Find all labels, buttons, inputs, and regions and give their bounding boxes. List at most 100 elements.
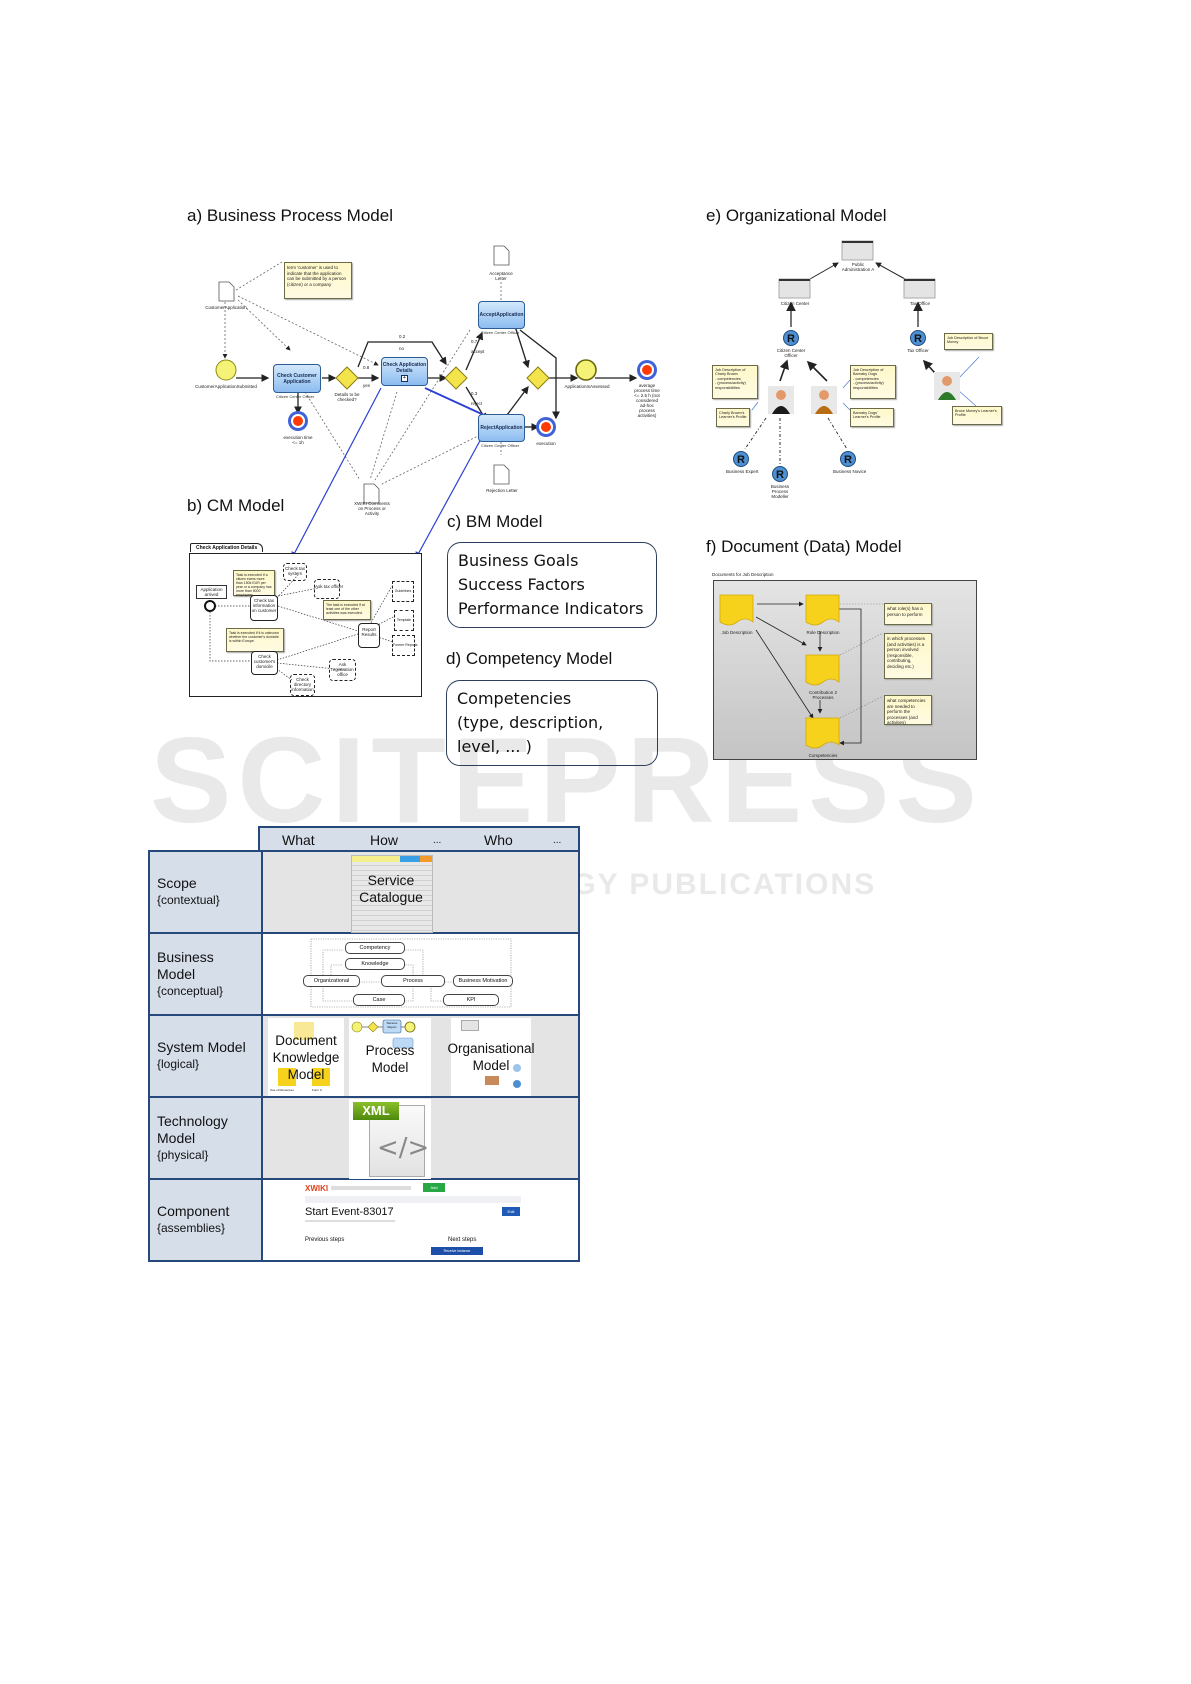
organisational-model-label: Organisational Model	[447, 1041, 535, 1073]
row-business-label: Business Model	[157, 948, 214, 982]
cm-start-event-icon	[204, 600, 216, 612]
org-unit-citizen-label: Citizen Center	[780, 301, 810, 306]
bm-box-business-motivation: Business Motivation	[453, 975, 513, 987]
edge-no: no	[399, 346, 405, 351]
panel-f-title: f) Document (Data) Model	[706, 537, 902, 556]
cm-event-label: Application arrived	[196, 585, 227, 599]
competency-model-box: Competencies (type, description, level, …	[446, 680, 658, 766]
edge-accept: accept	[471, 349, 485, 354]
bm-box-knowledge: Knowledge	[345, 958, 405, 970]
lane-role-3: Citizen Center Officer	[481, 443, 520, 448]
doc-acceptance-label: Acceptance Letter	[489, 271, 513, 281]
code-icon: </>	[377, 1133, 430, 1163]
zachman-row-component: Component {assemblies} XWIKI Add Start E…	[148, 1178, 580, 1262]
note-charly-profile: Charly Brown's Learner's Profile	[716, 408, 750, 427]
doc-note-2: in which processes (and activities) is a…	[884, 633, 932, 679]
row-component-label: Component	[157, 1203, 230, 1219]
kpi-average-label: average process time <= 2.5 h (not consi…	[634, 383, 660, 418]
person-barnaby-icon	[811, 386, 837, 414]
col-ellipsis-2: ...	[553, 834, 562, 846]
panel-a-title: a) Business Process Model	[187, 206, 393, 225]
cm-task-ask-tax[interactable]: Ask tax officer	[314, 579, 343, 599]
task-check-application-details-label: Check Application Details	[382, 361, 427, 374]
org-unit-tax-label: Tax Office	[910, 301, 930, 306]
xwiki-add-button[interactable]: Add	[423, 1183, 445, 1192]
svg-text:R: R	[776, 469, 784, 481]
org-unit-root-label: Public Administration A	[841, 262, 875, 272]
task-reject-application[interactable]: RejectApplication	[478, 414, 525, 442]
role-modeller-label: Business Process Modeller	[770, 484, 790, 499]
cm-doc-template: Template	[394, 610, 414, 631]
xwiki-edit-button[interactable]: Edit	[502, 1207, 520, 1216]
doc-xwiki-label: XWIKI Comments on Process or Activity	[354, 501, 390, 516]
cm-tab[interactable]: Check Application Details	[190, 543, 264, 552]
note-barnaby-profile: Barnaby Dogs' Learner's Profile	[850, 408, 894, 427]
cm-task-tax-info[interactable]: Check tax information on customer	[250, 595, 278, 621]
cm-task-domicile[interactable]: Check customer's domicile	[251, 651, 278, 675]
panel-b-title: b) CM Model	[187, 496, 285, 515]
zachman-row-business: Business Model {conceptual} Competency	[148, 932, 580, 1016]
doc-competencies-icon	[805, 717, 840, 749]
task-accept-application[interactable]: AcceptApplication	[478, 301, 525, 329]
note-bruce-job: Job Description of Bruce Money	[944, 333, 993, 350]
end-event-label: ApplicationIsAssessed	[564, 384, 610, 389]
cm-task-directory[interactable]: Check directory information	[290, 674, 315, 696]
mini-process-diagram	[351, 1019, 416, 1049]
cm-task-report[interactable]: Report Results	[358, 623, 380, 648]
subprocess-expand-icon[interactable]: +	[401, 374, 408, 382]
mini-receive-report: Receive Report	[386, 1021, 398, 1029]
edge-reject: reject	[471, 401, 483, 406]
xwiki-page-title: Start Event-83017	[305, 1206, 394, 1218]
zachman-table: Scope {contextual} Service Catalogue Bus…	[148, 850, 580, 1262]
task-check-customer-application[interactable]: Check Customer Application	[273, 364, 321, 393]
col-ellipsis-1: ...	[433, 834, 442, 846]
process-model-thumb: Receive Report Process Model	[349, 1018, 431, 1096]
panel-c-title: c) BM Model	[447, 512, 543, 531]
kpi-execution-1-icon	[288, 411, 308, 431]
role-tax-officer-label: Tax Officer	[907, 348, 929, 353]
service-catalogue-label: Service Catalogue	[359, 872, 423, 905]
cm-task-ask-registration[interactable]: Ask registration office	[329, 659, 356, 681]
prob-accept: 0.7	[471, 339, 478, 344]
role-tax-officer-icon: R	[910, 330, 926, 346]
lane-role-1: Citizen Center Officer	[276, 394, 315, 399]
row-system-label: System Model	[157, 1039, 246, 1055]
xwiki-screenshot: XWIKI Add Start Event-83017 Edit Previou…	[303, 1182, 543, 1260]
person-charly-icon	[768, 386, 794, 414]
xml-badge: XML	[353, 1102, 399, 1120]
svg-text:R: R	[737, 454, 745, 466]
mini-form-c: Form C	[312, 1088, 322, 1092]
zachman-column-header: What How ... Who ...	[258, 826, 580, 852]
cm-task-tax-system[interactable]: Check tax system	[283, 563, 307, 581]
edge-yes: yes	[363, 383, 371, 388]
lane-role-2: Citizen Center Officer	[481, 330, 520, 335]
doc-contribution-icon	[805, 654, 840, 686]
row-technology-sub: {physical}	[157, 1147, 209, 1162]
zachman-row-technology: Technology Model {physical} XML </>	[148, 1096, 580, 1180]
xwiki-next-steps: Next steps	[448, 1237, 477, 1243]
panel-d-title: d) Competency Model	[446, 649, 613, 668]
cm-doc-former: Former Reports	[392, 635, 418, 656]
prob-yes: 0.8	[363, 365, 370, 370]
doc-competencies-label: Competencies	[808, 753, 838, 758]
gateway-details-label: Details to be checked?	[334, 392, 360, 402]
doc-model-canvas	[713, 580, 977, 760]
person-bruce-icon	[934, 372, 960, 400]
role-expert-label: Business Expert	[726, 469, 759, 474]
xwiki-receive-button[interactable]: Receive instance	[431, 1247, 483, 1255]
row-component-sub: {assemblies}	[157, 1221, 226, 1235]
bm-model-box: Business Goals Success Factors Performan…	[447, 542, 657, 628]
zachman-row-system: System Model {logical} Use of Resources …	[148, 1014, 580, 1098]
note-barnaby-job: Job Description of Barnaby Dogs - compet…	[850, 365, 896, 399]
doc-role-label: Role Description	[806, 630, 840, 635]
xwiki-previous-steps: Previous steps	[305, 1237, 345, 1243]
svg-text:R: R	[844, 454, 852, 466]
start-event-label: CustomerApplicationSubmitted	[195, 384, 257, 389]
doc-customer-application-label: CustomerApplication	[205, 305, 247, 310]
xwiki-logo: XWIKI	[305, 1184, 329, 1193]
business-model-links	[310, 938, 512, 1008]
bm-box-competency: Competency	[345, 942, 405, 954]
task-check-application-details[interactable]: Check Application Details +	[381, 357, 428, 386]
